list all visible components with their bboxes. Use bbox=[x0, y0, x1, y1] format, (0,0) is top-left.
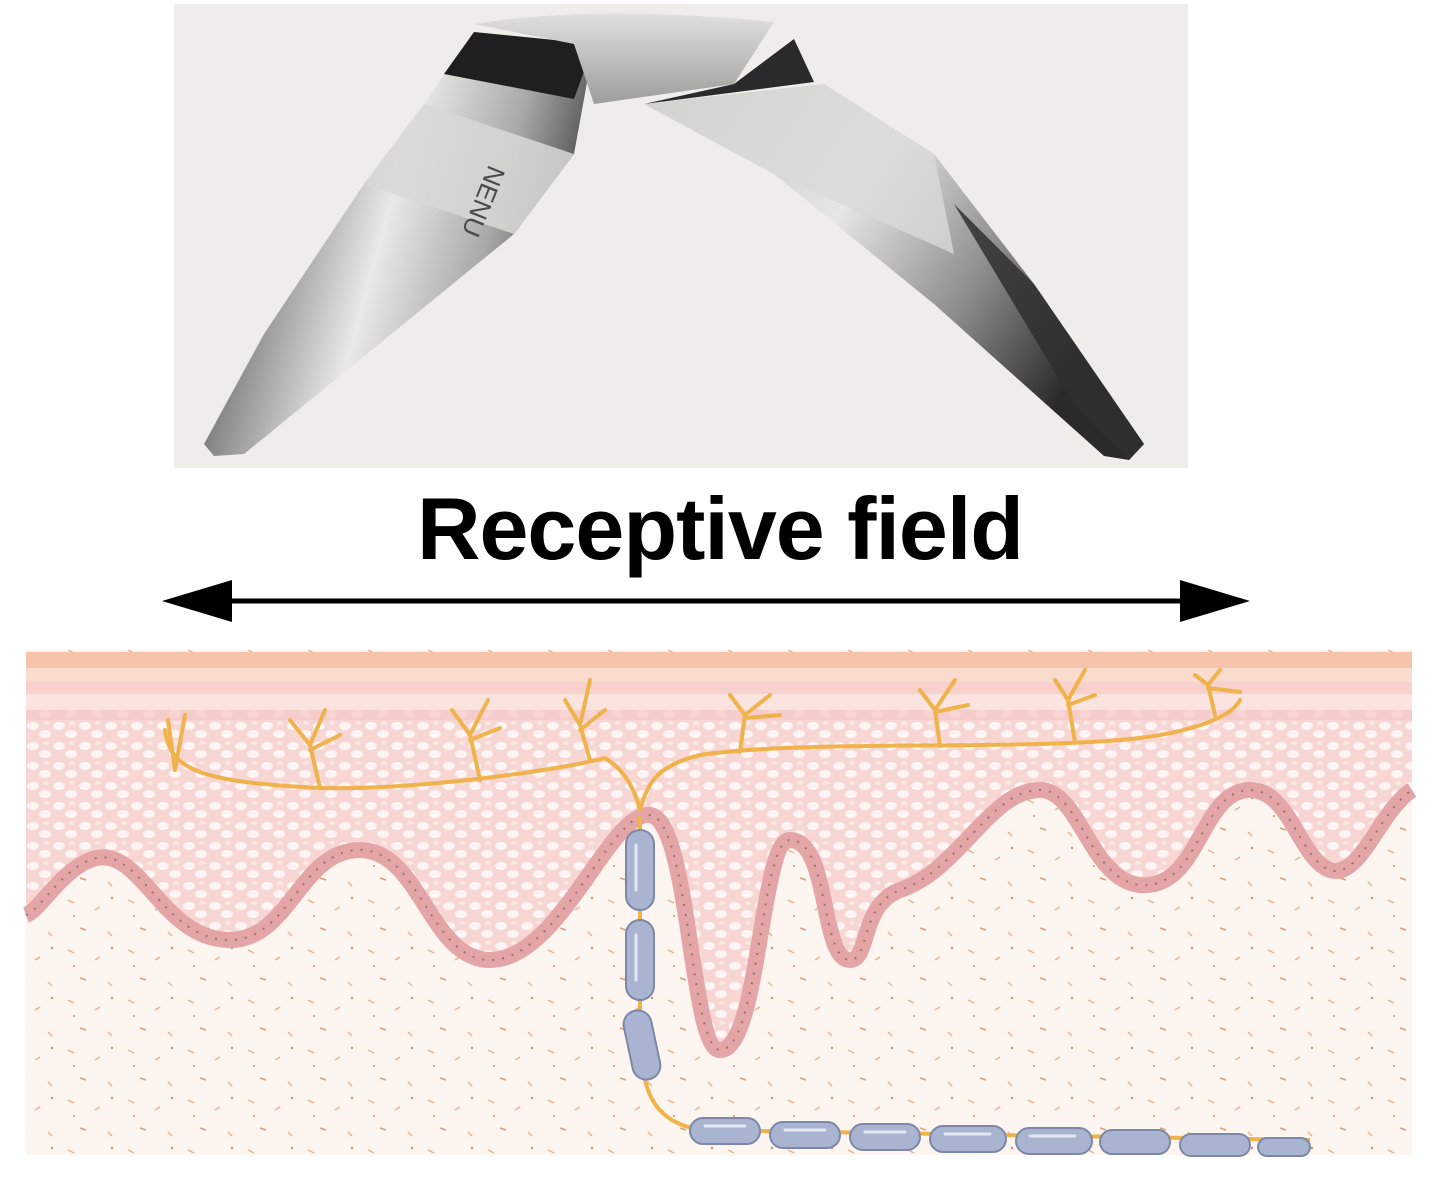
skin-cross-section bbox=[22, 650, 1417, 1157]
double-arrow-icon bbox=[162, 580, 1250, 622]
epidermis bbox=[26, 652, 1412, 720]
myelinated-axon bbox=[622, 815, 1311, 1157]
receptive-field-label: Receptive field bbox=[416, 479, 1024, 578]
caliper-right-arm bbox=[644, 84, 1144, 460]
basal-layer bbox=[22, 781, 1417, 1059]
nerve-fiber-icon bbox=[163, 668, 1242, 812]
caliper-photo: NENU bbox=[174, 4, 1188, 468]
papillary-dermis bbox=[26, 680, 1412, 1050]
caliper-left-arm bbox=[204, 32, 594, 456]
caliper-hinge bbox=[474, 13, 814, 104]
